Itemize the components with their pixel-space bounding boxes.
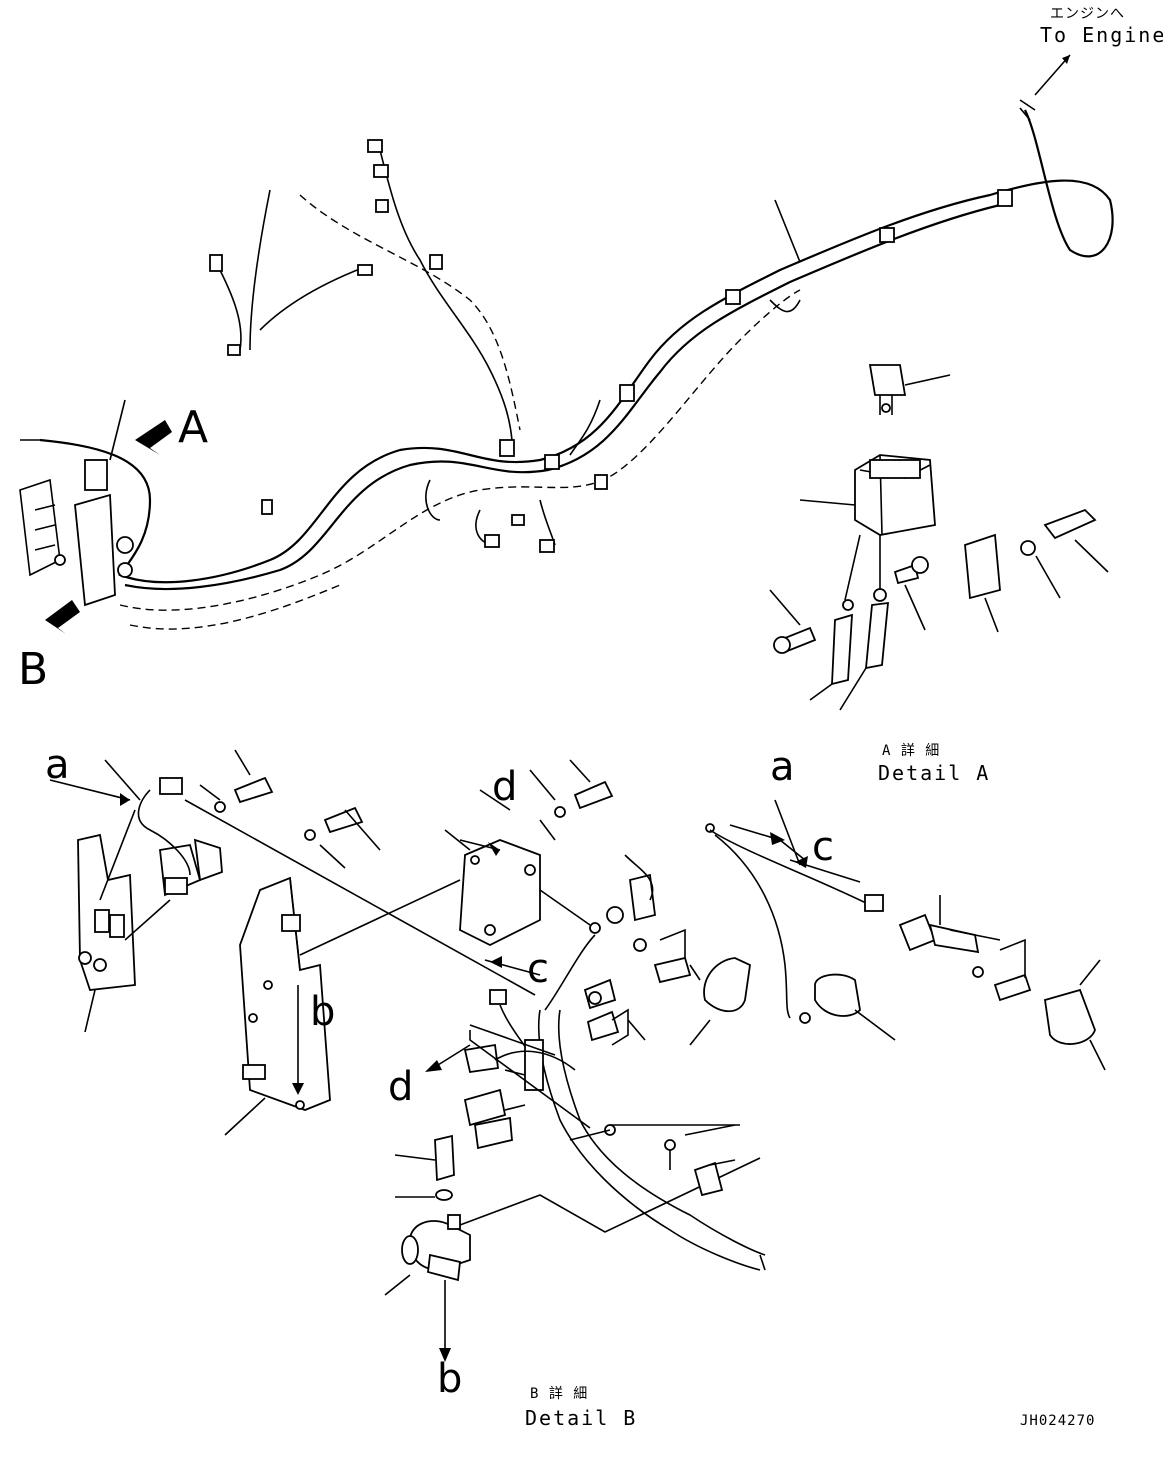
relay-panel-overview xyxy=(19,399,172,634)
detail-b-assembly xyxy=(49,749,1106,1362)
engine-label-ja: エンジンへ xyxy=(1050,6,1125,22)
ref-letter-a-right: a xyxy=(770,744,795,790)
ref-letter-c-middle: c xyxy=(527,946,549,992)
ref-letter-d-top: d xyxy=(492,764,517,810)
ref-letter-b-bottom: b xyxy=(437,1356,462,1402)
drawing-number: JH024270 xyxy=(1020,1413,1095,1429)
detail-a-title-en: Detail A xyxy=(878,761,990,785)
detail-b-title-ja: B 詳 細 xyxy=(530,1386,588,1402)
view-b-callout: B xyxy=(18,644,48,695)
view-a-callout: A xyxy=(178,402,208,453)
detail-b-title-en: Detail B xyxy=(525,1406,637,1430)
ref-letter-c-right: c xyxy=(812,824,834,870)
ref-letter-b-middle: b xyxy=(310,989,335,1035)
ref-letter-a-left: a xyxy=(45,742,70,788)
detail-a-title-ja: A 詳 細 xyxy=(882,743,940,759)
main-harness xyxy=(39,54,1114,630)
engine-label-en: To Engine xyxy=(1040,23,1163,47)
detail-a-assembly xyxy=(769,364,1109,711)
ref-letter-d-bottom: d xyxy=(388,1064,413,1110)
